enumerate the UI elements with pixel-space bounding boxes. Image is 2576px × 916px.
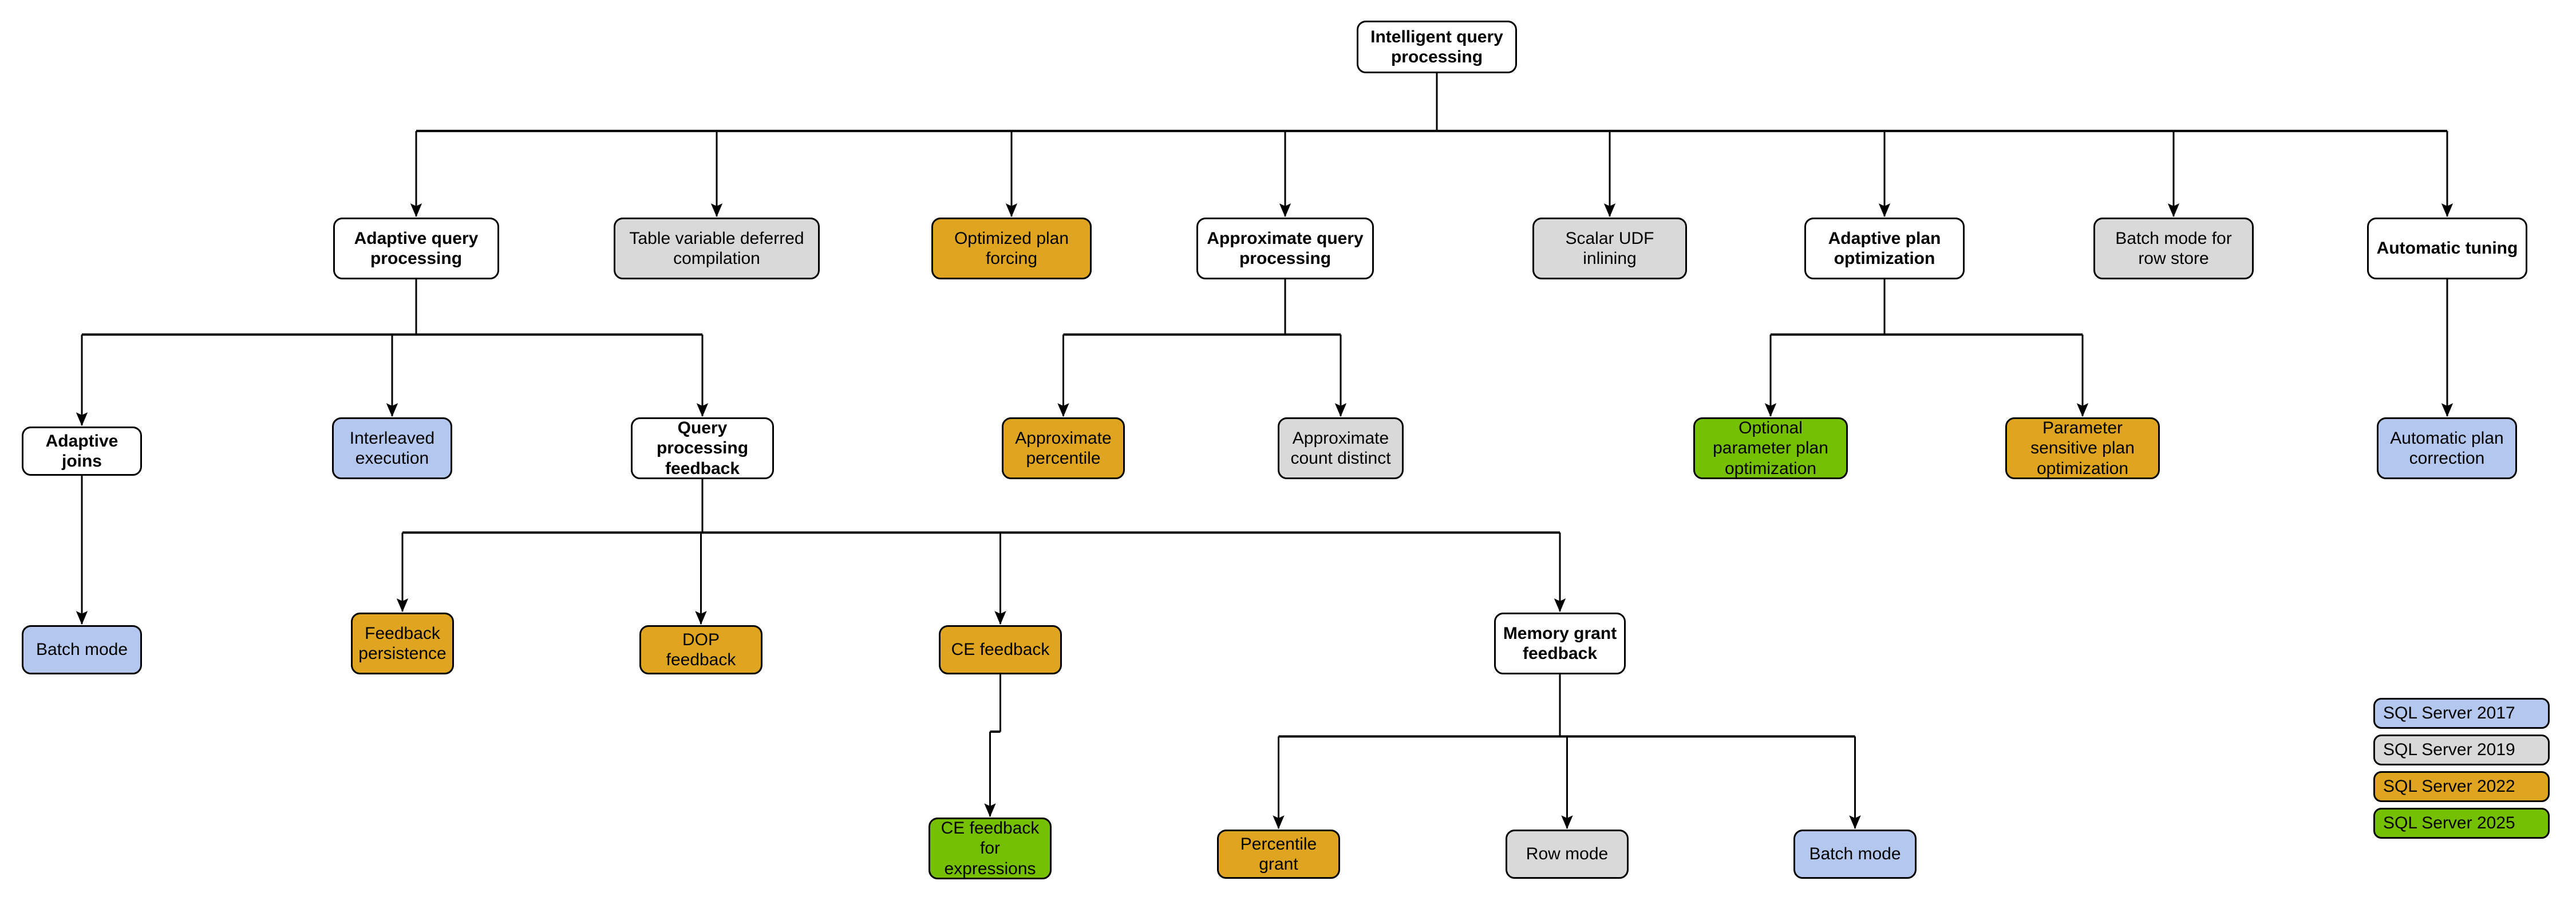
- node-label: Adaptive query processing: [354, 228, 479, 268]
- node-label: Automatic plan correction: [2390, 428, 2504, 468]
- node-apc[interactable]: Automatic plan correction: [2377, 417, 2517, 479]
- legend-label: SQL Server 2025: [2383, 814, 2515, 832]
- node-udf[interactable]: Scalar UDF inlining: [1532, 218, 1687, 279]
- node-label: Adaptive plan optimization: [1828, 228, 1941, 268]
- legend-label: SQL Server 2017: [2383, 704, 2515, 722]
- node-rowmode[interactable]: Row mode: [1506, 830, 1629, 879]
- node-label: Adaptive joins: [45, 431, 118, 471]
- node-label: CE feedback: [951, 640, 1050, 660]
- node-autot[interactable]: Automatic tuning: [2367, 218, 2527, 279]
- node-label: Row mode: [1526, 844, 1609, 864]
- node-label: Batch mode for row store: [2115, 228, 2232, 268]
- node-ajoins[interactable]: Adaptive joins: [22, 427, 142, 476]
- legend-item-sql-server-2017: SQL Server 2017: [2373, 698, 2550, 729]
- node-opf[interactable]: Optimized plan forcing: [931, 218, 1092, 279]
- node-fbpers[interactable]: Feedback persistence: [351, 613, 454, 674]
- node-label: Optimized plan forcing: [954, 228, 1069, 268]
- legend-item-sql-server-2025: SQL Server 2025: [2373, 808, 2550, 839]
- node-label: Batch mode: [1809, 844, 1901, 864]
- node-ilex[interactable]: Interleaved execution: [332, 417, 452, 479]
- node-label: Query processing feedback: [656, 418, 749, 478]
- node-label: Approximate query processing: [1207, 228, 1364, 268]
- node-label: Parameter sensitive plan optimization: [2030, 418, 2135, 478]
- node-apo[interactable]: Adaptive plan optimization: [1804, 218, 1965, 279]
- node-label: Interleaved execution: [349, 428, 435, 468]
- node-label: Approximate count distinct: [1290, 428, 1391, 468]
- node-dopfb[interactable]: DOP feedback: [639, 625, 762, 674]
- node-label: Memory grant feedback: [1503, 623, 1617, 663]
- node-label: Optional parameter plan optimization: [1713, 418, 1828, 478]
- legend-label: SQL Server 2022: [2383, 777, 2515, 796]
- node-label: Approximate percentile: [1015, 428, 1112, 468]
- node-label: Table variable deferred compilation: [629, 228, 804, 268]
- node-pgrant[interactable]: Percentile grant: [1217, 830, 1340, 879]
- node-label: Feedback persistence: [358, 623, 447, 663]
- node-acd[interactable]: Approximate count distinct: [1278, 417, 1404, 479]
- node-label: CE feedback for expressions: [941, 818, 1040, 878]
- node-cefb[interactable]: CE feedback: [939, 625, 1062, 674]
- node-label: Scalar UDF inlining: [1565, 228, 1654, 268]
- node-approx[interactable]: Approximate query processing: [1196, 218, 1374, 279]
- node-bmrs[interactable]: Batch mode for row store: [2093, 218, 2254, 279]
- legend-item-sql-server-2022: SQL Server 2022: [2373, 771, 2550, 802]
- legend-label: SQL Server 2019: [2383, 740, 2515, 759]
- node-label: DOP feedback: [666, 630, 736, 669]
- node-label: Intelligent query processing: [1370, 27, 1503, 66]
- node-apct[interactable]: Approximate percentile: [1002, 417, 1125, 479]
- node-oppo[interactable]: Optional parameter plan optimization: [1693, 417, 1848, 479]
- node-mgf[interactable]: Memory grant feedback: [1494, 613, 1626, 674]
- node-aqp[interactable]: Adaptive query processing: [333, 218, 499, 279]
- node-qpf[interactable]: Query processing feedback: [631, 417, 774, 479]
- node-label: Percentile grant: [1240, 834, 1317, 874]
- node-root[interactable]: Intelligent query processing: [1357, 21, 1517, 73]
- legend-item-sql-server-2019: SQL Server 2019: [2373, 735, 2550, 765]
- node-cefbex[interactable]: CE feedback for expressions: [929, 818, 1052, 879]
- node-tvdc[interactable]: Table variable deferred compilation: [614, 218, 820, 279]
- node-bmode1[interactable]: Batch mode: [22, 625, 142, 674]
- node-bmode2[interactable]: Batch mode: [1793, 830, 1917, 879]
- node-pspo[interactable]: Parameter sensitive plan optimization: [2005, 417, 2160, 479]
- node-label: Batch mode: [35, 640, 128, 660]
- node-label: Automatic tuning: [2376, 239, 2518, 258]
